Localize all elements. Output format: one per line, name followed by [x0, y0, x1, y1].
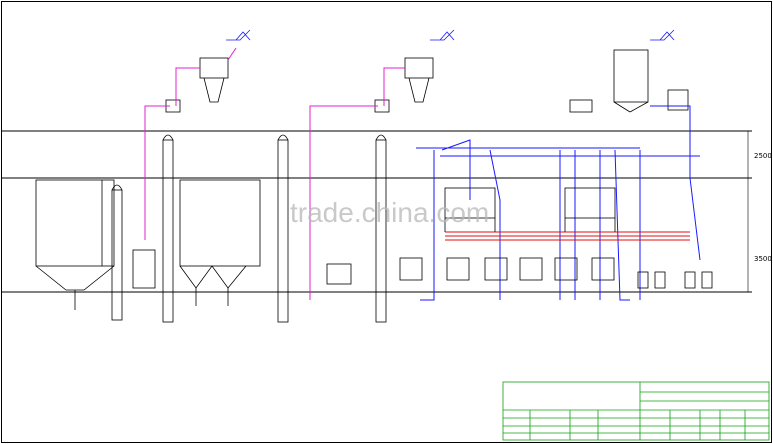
title-block [502, 381, 770, 441]
air-ducts [144, 47, 405, 300]
watermark: trade.china.com [290, 197, 489, 228]
vent-arrows [226, 29, 675, 41]
dimension-lower: 3500 [754, 255, 772, 263]
packing-scales [637, 271, 713, 289]
plansifter [444, 187, 616, 232]
dimension-markers [744, 130, 752, 293]
floor-lines [2, 130, 752, 293]
conveying-pipes [445, 231, 690, 241]
bucket-elevators [111, 134, 387, 323]
roller-mills [132, 249, 615, 289]
dimension-upper: 2500 [754, 152, 772, 160]
pneumatic-pipes [416, 105, 701, 301]
cyclones [165, 49, 689, 113]
storage-bins [35, 179, 261, 310]
